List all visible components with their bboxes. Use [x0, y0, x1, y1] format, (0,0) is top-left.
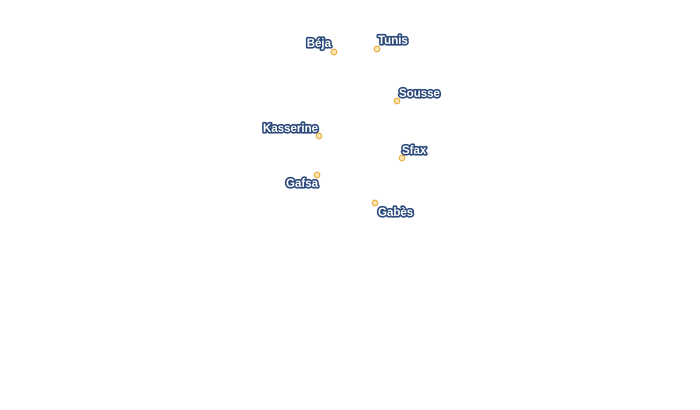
city-marker-gafsa[interactable]: [313, 171, 321, 179]
city-label-beja: Béja: [307, 38, 332, 50]
city-marker-gabes[interactable]: [371, 199, 379, 207]
city-label-tunis: Tunis: [378, 35, 408, 47]
city-marker-beja[interactable]: [330, 48, 338, 56]
city-marker-sfax[interactable]: [398, 154, 406, 162]
city-label-gabes: Gabès: [378, 207, 413, 219]
city-label-gafsa: Gafsa: [286, 178, 319, 190]
city-marker-tunis[interactable]: [373, 45, 381, 53]
city-marker-kasserine[interactable]: [315, 132, 323, 140]
city-label-sfax: Sfax: [402, 145, 427, 157]
city-label-sousse: Sousse: [399, 88, 440, 100]
city-markers-layer: [313, 45, 406, 207]
city-marker-sousse[interactable]: [393, 97, 401, 105]
city-label-kasserine: Kasserine: [263, 123, 318, 135]
